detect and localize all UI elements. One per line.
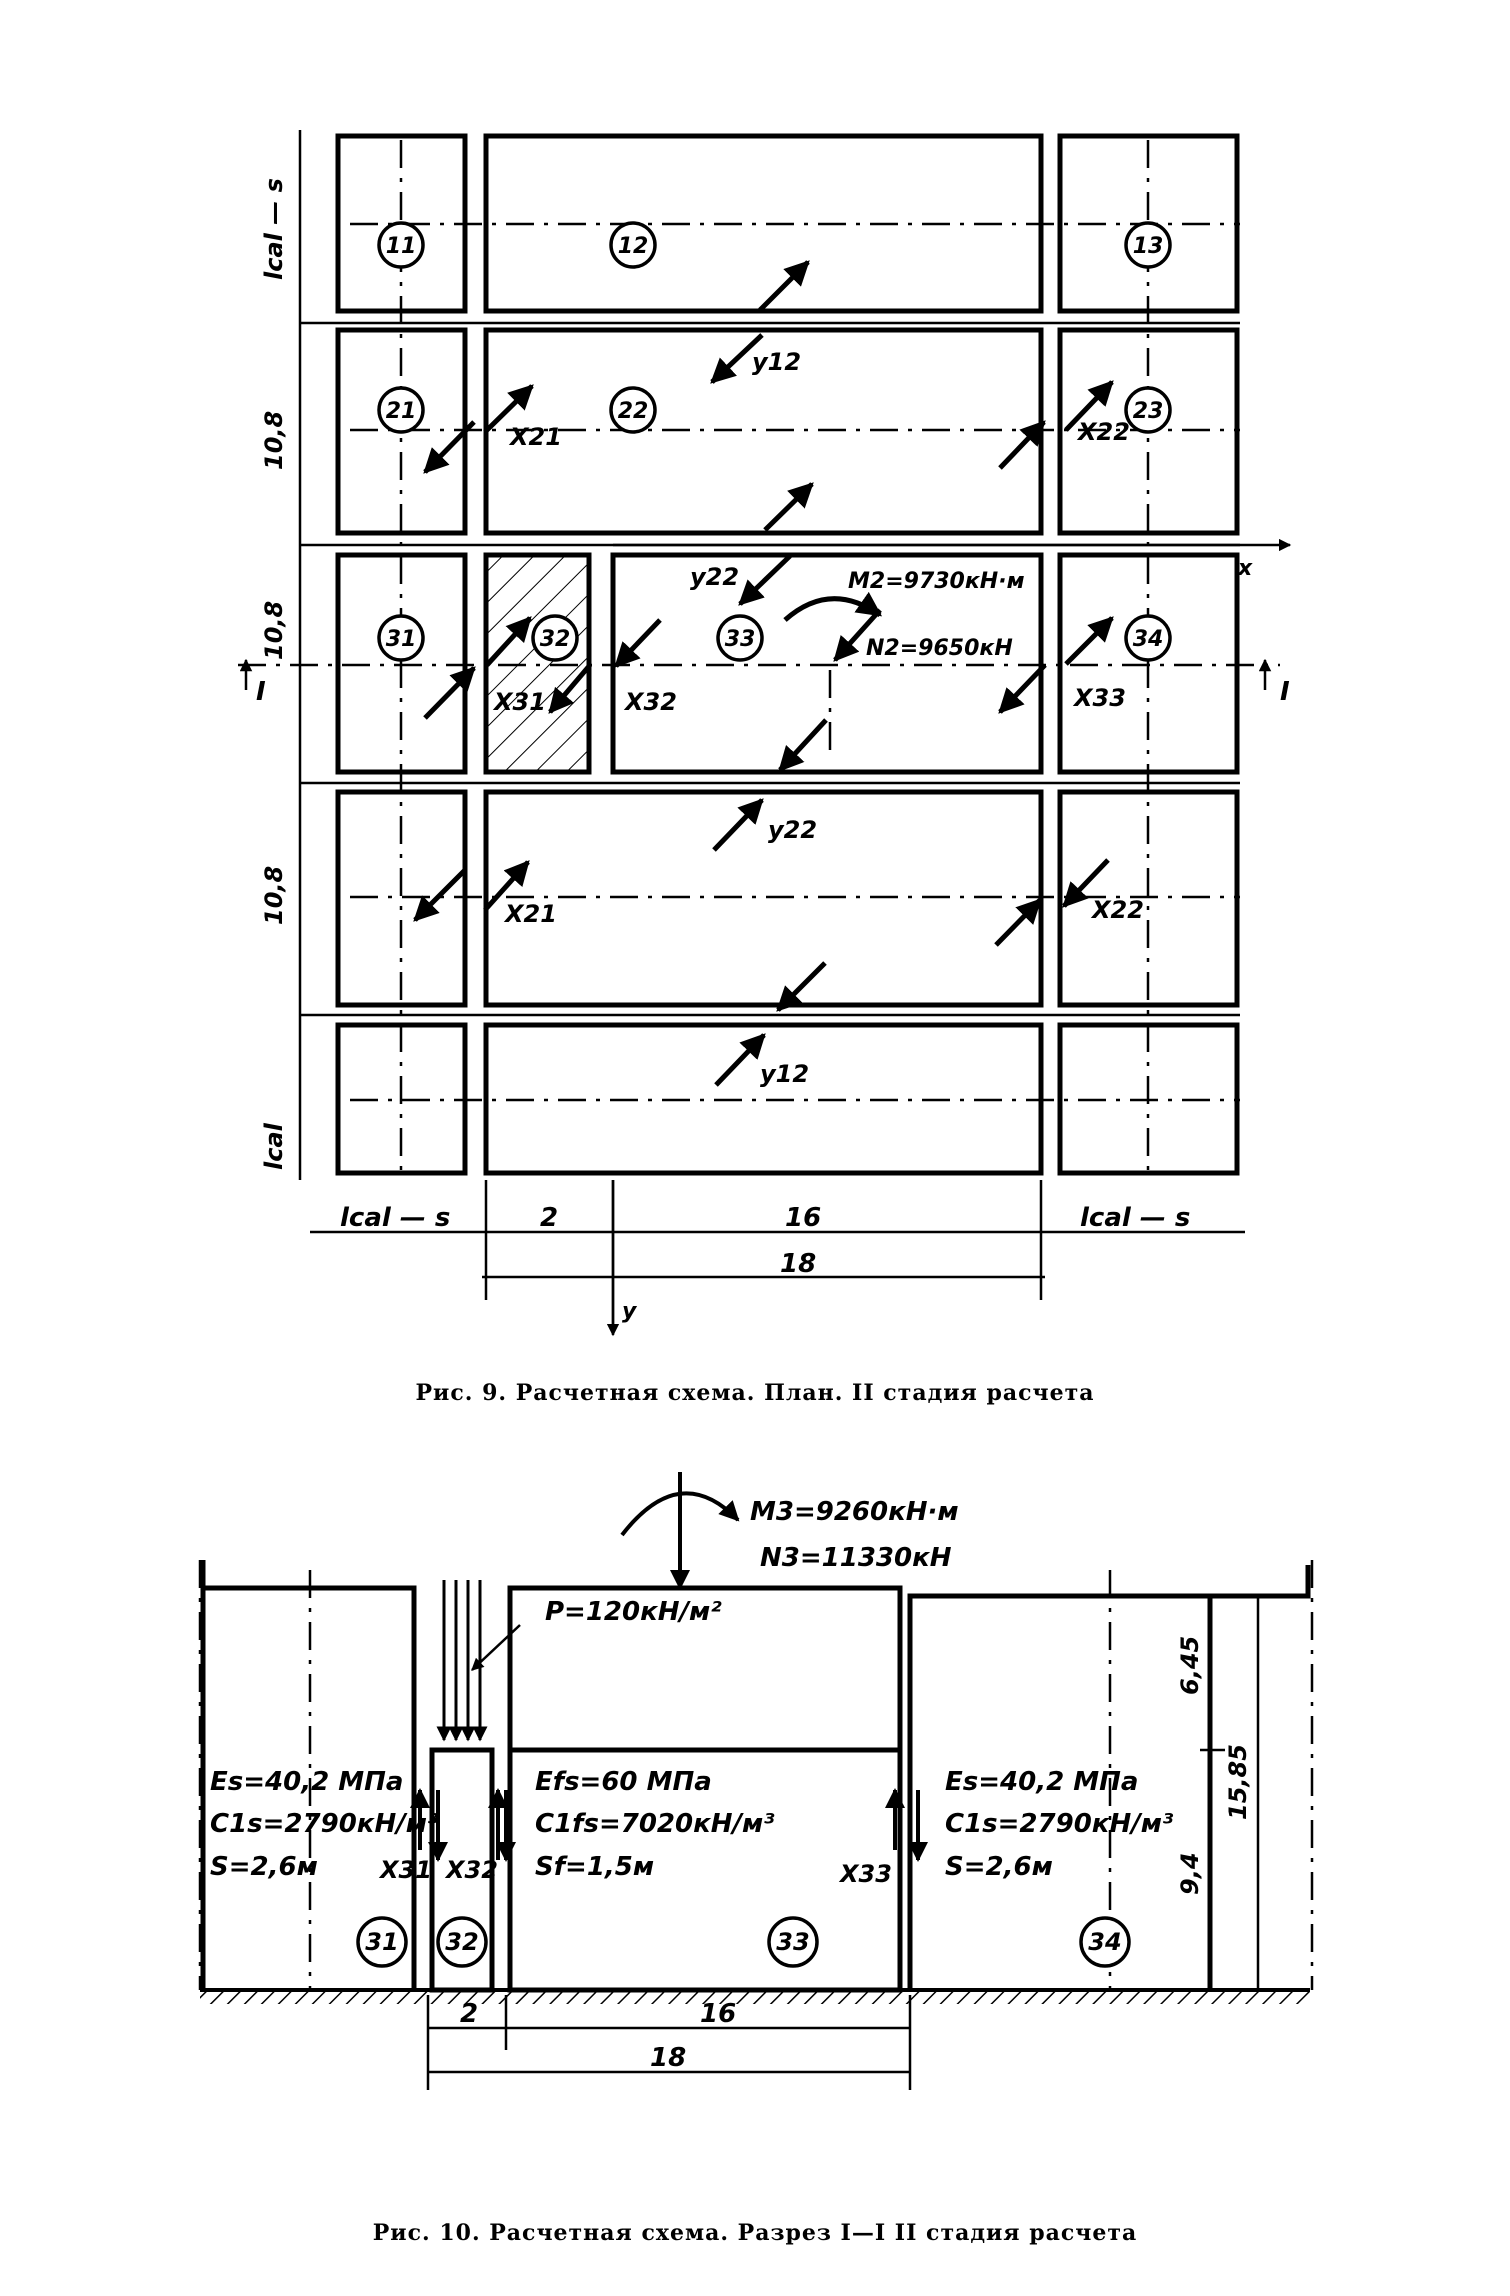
figure-10-caption: Рис. 10. Расчетная схема. Разрез I—I II … — [373, 2220, 1138, 2246]
dim-row-2: 10,8 — [260, 411, 288, 470]
force-labels: y12 X21 X22 y22 M2=9730кН·м N2=9650кН X3… — [492, 348, 1144, 1088]
section-cell-markers: 31 32 33 34 — [356, 1916, 1131, 1968]
cell-34: 34 — [1133, 627, 1164, 652]
label-m3: M3=9260кН·м — [750, 1497, 959, 1527]
label-x32: X32 — [623, 688, 677, 716]
section-cell-33: 33 — [776, 1928, 809, 1956]
left-c1s: C1s=2790кН/м³ — [210, 1809, 439, 1839]
figure-10-section: M3=9260кН·м N3=11330кН P=120кН/м² Es=40,… — [0, 1450, 1510, 2296]
section-cell-32: 32 — [445, 1928, 478, 1956]
section-cell-31: 31 — [365, 1928, 398, 1956]
moment-and-normal-force — [620, 1472, 740, 1590]
figure-9-caption: Рис. 9. Расчетная схема. План. II стадия… — [416, 1380, 1095, 1406]
mid-efs: Efs=60 МПа — [535, 1767, 712, 1797]
pressure-arrows — [436, 1580, 521, 1742]
label-x21-top: X21 — [508, 423, 562, 451]
cell-13: 13 — [1133, 234, 1164, 259]
axis-y-label: y — [622, 1299, 638, 1324]
section-mark-right: I — [1280, 677, 1290, 707]
dim-w18: 18 — [650, 2043, 686, 2073]
left-x31: X31 — [378, 1856, 432, 1884]
dim-18: 18 — [780, 1249, 816, 1279]
label-p: P=120кН/м² — [545, 1597, 722, 1627]
left-s: S=2,6м — [210, 1852, 318, 1882]
dim-row-3: 10,8 — [260, 601, 288, 660]
label-x31: X31 — [492, 688, 546, 716]
dim-lcal-s-left: lcal — s — [340, 1203, 450, 1233]
figure-9-plan: lcal — s 10,8 10,8 10,8 lcal lcal — s 2 … — [238, 130, 1292, 1406]
dim-w16: 16 — [700, 1999, 736, 2029]
vertical-dimensions: 6,45 9,4 15,85 — [1176, 1636, 1252, 1895]
center-lines — [238, 140, 1280, 1170]
label-m2: M2=9730кН·м — [848, 569, 1025, 594]
label-y22-bottom: y22 — [768, 816, 817, 844]
cell-33: 33 — [725, 627, 756, 652]
dim-lcal-s-top: lcal — s — [260, 178, 288, 280]
axis-x-label: x — [1237, 556, 1253, 581]
left-es: Es=40,2 МПа — [210, 1767, 403, 1797]
cell-21: 21 — [386, 399, 417, 424]
force-arrows — [413, 260, 1114, 1087]
cell-22: 22 — [618, 399, 649, 424]
mid-c1fs: C1fs=7020кН/м³ — [535, 1809, 775, 1839]
dim-lcal-bottom: lcal — [260, 1122, 288, 1170]
dim-6-45: 6,45 — [1176, 1636, 1204, 1695]
cell-11: 11 — [386, 234, 417, 259]
dim-2: 2 — [540, 1203, 558, 1233]
coordinate-axes: x y I I — [239, 538, 1292, 1337]
right-c1s: C1s=2790кН/м³ — [945, 1809, 1174, 1839]
mid-x32: X32 — [444, 1856, 498, 1884]
horizontal-dimensions: 2 16 18 — [426, 1995, 912, 2090]
dim-w2: 2 — [460, 1999, 478, 2029]
dim-16: 16 — [785, 1203, 821, 1233]
shear-arrows — [410, 1788, 928, 1862]
left-dimension: lcal — s 10,8 10,8 10,8 lcal — [260, 130, 1240, 1180]
label-y12-bottom: y12 — [760, 1060, 809, 1088]
label-x22-bottom: X22 — [1090, 896, 1144, 924]
dim-lcal-s-right: lcal — s — [1080, 1203, 1190, 1233]
label-y12-top: y12 — [752, 348, 801, 376]
bottom-dimension: lcal — s 2 16 lcal — s 18 — [310, 1180, 1245, 1330]
dim-9-4: 9,4 — [1176, 1852, 1204, 1895]
cell-12: 12 — [618, 234, 649, 259]
label-x33: X33 — [1072, 684, 1126, 712]
cell-32: 32 — [540, 627, 571, 652]
label-x21-bottom: X21 — [503, 900, 557, 928]
mid-x33: X33 — [838, 1860, 892, 1888]
hatched-cell-32 — [483, 552, 592, 775]
section-cell-34: 34 — [1088, 1928, 1121, 1956]
right-es: Es=40,2 МПа — [945, 1767, 1138, 1797]
label-y22-top: y22 — [690, 563, 739, 591]
label-n3: N3=11330кН — [760, 1543, 952, 1573]
dim-15-85: 15,85 — [1224, 1744, 1252, 1820]
cell-markers: 11 12 13 21 22 23 31 32 33 34 — [377, 221, 1172, 662]
section-mark-left: I — [256, 677, 266, 707]
mid-sf: Sf=1,5м — [535, 1852, 654, 1882]
label-x22-top: X22 — [1076, 418, 1130, 446]
dim-row-4: 10,8 — [260, 866, 288, 925]
cell-23: 23 — [1133, 399, 1164, 424]
right-s: S=2,6м — [945, 1852, 1053, 1882]
label-n2: N2=9650кН — [866, 636, 1013, 661]
slab-cells — [335, 133, 1240, 1176]
cell-31: 31 — [386, 627, 417, 652]
